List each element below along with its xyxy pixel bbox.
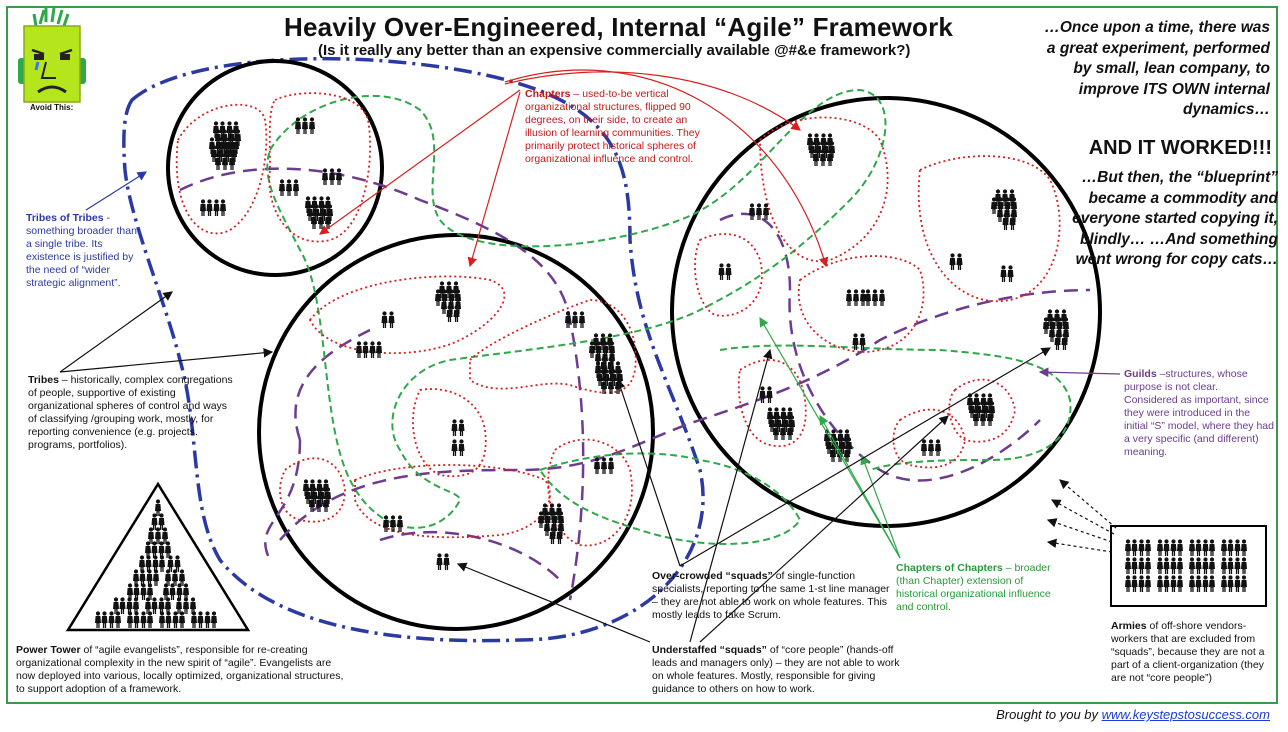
guild-boundary-2 bbox=[279, 288, 1091, 581]
annotation-power-tower: Power Tower of “agile evangelists”, resp… bbox=[16, 644, 344, 695]
chapter-boundary bbox=[308, 275, 506, 355]
page-frame bbox=[6, 6, 1278, 704]
annotation-understaffed-squads: Understaffed “squads” of “core people” (… bbox=[652, 644, 900, 695]
tribe-circle-middle bbox=[257, 233, 655, 631]
annotation-armies: Armies of off-shore vendors-workers that… bbox=[1111, 620, 1265, 684]
chapter-boundary bbox=[948, 378, 1016, 443]
arrow-chapters-1 bbox=[319, 89, 521, 235]
guild-boundary-1 bbox=[179, 167, 585, 601]
arrow-chapters-4 bbox=[504, 69, 829, 268]
chapter-boundary bbox=[694, 233, 763, 317]
chapter-boundary bbox=[412, 388, 487, 477]
arrow-overcrowded-2 bbox=[679, 347, 1052, 567]
power-tower-triangle bbox=[65, 481, 251, 632]
arrow-coc-1 bbox=[759, 316, 901, 559]
people-clusters bbox=[200, 117, 1069, 570]
arrow-coc-3 bbox=[860, 454, 901, 559]
arrow-overcrowded-1 bbox=[616, 378, 681, 567]
tribe-circle-small bbox=[166, 59, 384, 277]
page-subtitle: (Is it really any better than an expensi… bbox=[318, 42, 911, 59]
arrow-chapters-3 bbox=[504, 71, 801, 131]
footer-link[interactable]: www.keystepstosuccess.com bbox=[1101, 707, 1270, 722]
story-part-2: AND IT WORKED!!! bbox=[1088, 137, 1272, 159]
chapter-boundary bbox=[892, 408, 966, 469]
arrow-chapters-2 bbox=[467, 91, 521, 268]
chapter-boundary bbox=[175, 103, 268, 235]
annotation-guilds: Guilds –structures, whose purpose is not… bbox=[1124, 368, 1274, 458]
chapter-boundary bbox=[759, 116, 889, 263]
chapter-boundary bbox=[797, 255, 925, 353]
chapter-of-chapters-boundary-1 bbox=[266, 88, 887, 529]
annotation-chapters: Chapters – used-to-be vertical organizat… bbox=[525, 88, 700, 165]
chapter-boundary bbox=[737, 359, 807, 447]
chapter-of-chapters-boundary-2 bbox=[538, 344, 1072, 545]
arrow-understaffed-3 bbox=[699, 415, 949, 643]
story-part-3: …But then, the “blueprint” became a comm… bbox=[1072, 169, 1278, 268]
page-title: Heavily Over-Engineered, Internal “Agile… bbox=[284, 12, 954, 42]
chapter-boundary bbox=[354, 464, 551, 539]
power-tower-people bbox=[95, 499, 217, 628]
annotation-overcrowded-squads: Over-crowded “squads” of single-function… bbox=[652, 570, 890, 621]
arrow-understaffed-1 bbox=[456, 562, 651, 643]
tribe-circle-right bbox=[670, 96, 1102, 528]
arrow-guilds bbox=[1038, 367, 1121, 378]
arrow-tribes-1 bbox=[59, 291, 173, 373]
footer-prefix: Brought to you by bbox=[996, 707, 1102, 722]
chapter-boundary bbox=[279, 457, 346, 523]
story-part-1: …Once upon a time, there was a great exp… bbox=[1044, 19, 1270, 118]
chapter-boundary bbox=[268, 92, 371, 243]
arrow-understaffed-2 bbox=[689, 348, 773, 643]
footer-credit: Brought to you by www.keystepstosuccess.… bbox=[996, 707, 1270, 722]
annotation-chapters-of-chapters: Chapters of Chapters – broader (than Cha… bbox=[896, 562, 1051, 613]
tiki-mascot-icon bbox=[18, 6, 86, 103]
mascot-label: Avoid This: bbox=[30, 103, 74, 112]
arrow-tribes-2 bbox=[59, 348, 274, 373]
arrow-coc-2 bbox=[819, 414, 901, 559]
annotation-tribes-of-tribes: Tribes of Tribes - something broader tha… bbox=[26, 212, 137, 289]
guild-boundary-3 bbox=[719, 212, 1041, 482]
chapter-boundary bbox=[917, 155, 1061, 303]
tribe-of-tribes-boundary bbox=[122, 56, 705, 643]
arrow-tribes-of-tribes bbox=[85, 171, 148, 211]
annotation-tribes: Tribes – historically, complex congregat… bbox=[28, 374, 233, 451]
